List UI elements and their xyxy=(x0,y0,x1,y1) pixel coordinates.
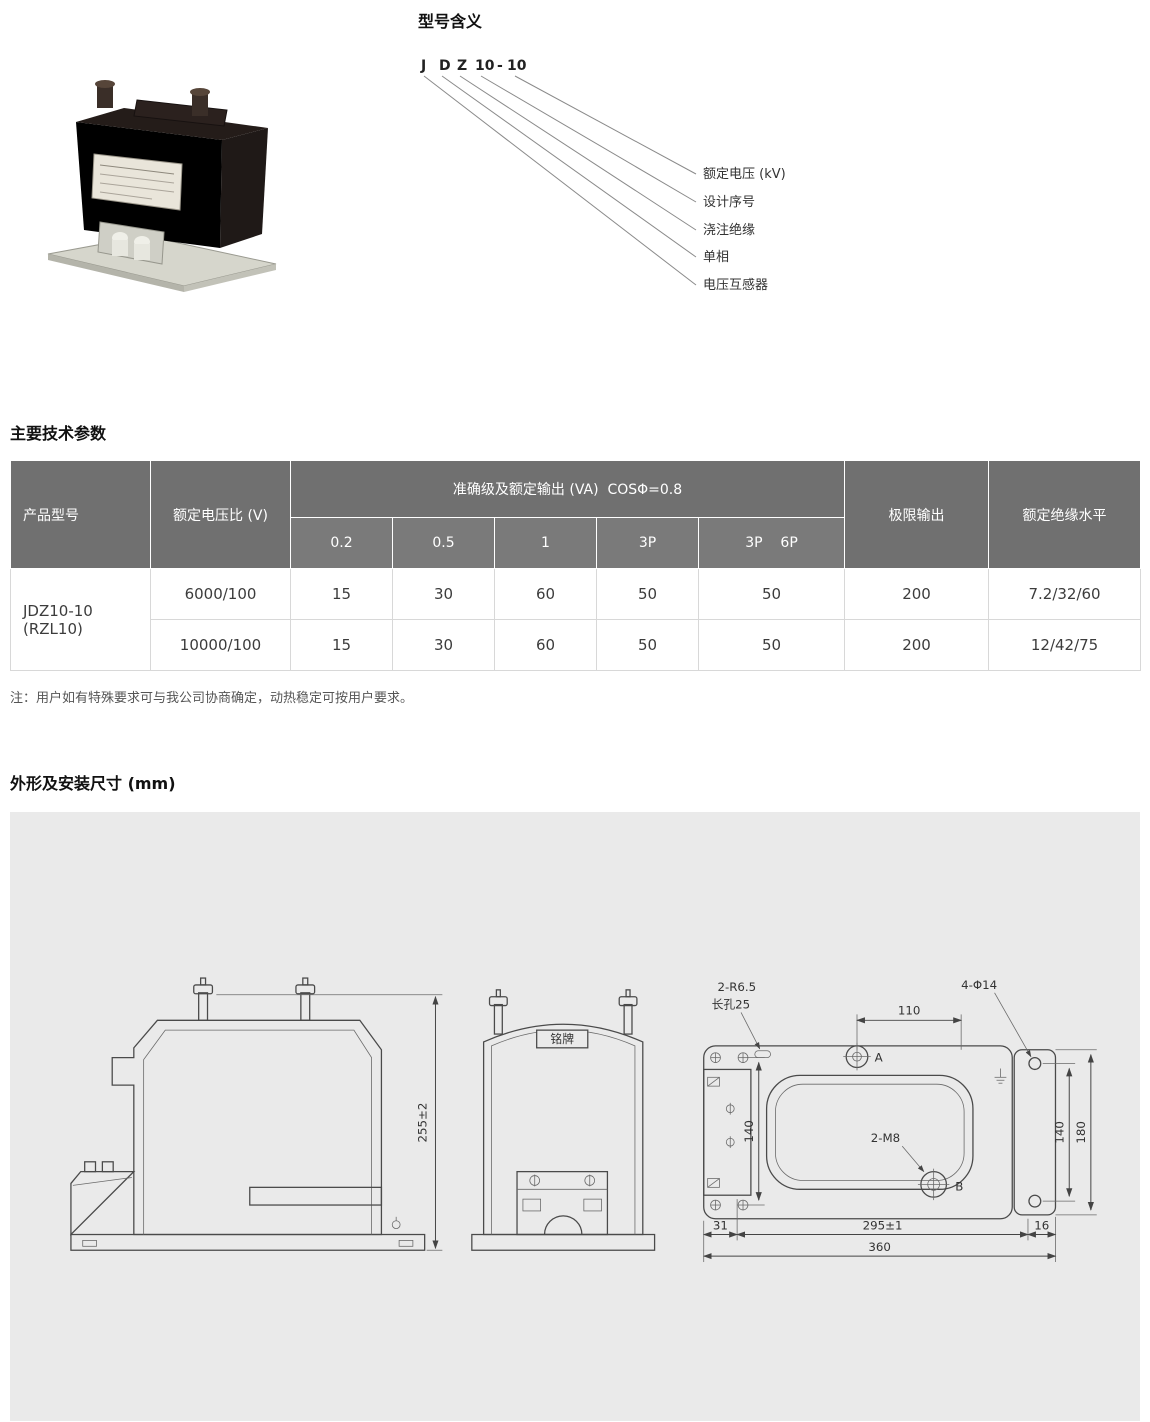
dim-140-right-label: 140 xyxy=(1052,1121,1066,1144)
model-label: 设计序号 xyxy=(703,195,755,210)
cell-ratio: 6000/100 xyxy=(150,568,291,620)
product-model: JDZ10-10 xyxy=(23,601,93,620)
dim-180-label: 180 xyxy=(1074,1121,1088,1144)
nameplate-label: 铭牌 xyxy=(550,1032,574,1046)
cell-value: 60 xyxy=(494,568,597,620)
table-row: 10000/100 15 30 60 50 50 200 12/42/75 xyxy=(11,619,1142,671)
cell-value: 50 xyxy=(596,619,699,671)
col-ratio: 额定电压比 (V) xyxy=(150,460,291,569)
model-section-title: 型号含义 xyxy=(418,12,483,31)
dim-110-label: 110 xyxy=(898,1003,921,1017)
model-label: 电压互感器 xyxy=(703,277,768,293)
dimension-drawings: 255±2 铭牌 xyxy=(70,977,1097,1263)
col-product: 产品型号 xyxy=(10,460,151,569)
col-limit: 极限输出 xyxy=(844,460,990,569)
cell-value: 50 xyxy=(697,568,846,620)
dim-31-label: 31 xyxy=(713,1219,728,1233)
cell-ratio: 10000/100 xyxy=(150,619,291,671)
model-label: 单相 xyxy=(703,250,729,265)
cell-value: 50 xyxy=(596,568,699,620)
model-char: 10 xyxy=(507,58,527,74)
col-insulation: 额定绝缘水平 xyxy=(988,460,1142,569)
dim-slot25-label: 长孔25 xyxy=(712,998,751,1012)
cell-limit: 200 xyxy=(844,568,990,620)
cell-product: JDZ10-10 (RZL10) xyxy=(10,568,151,671)
model-label: 浇注绝缘 xyxy=(703,222,755,238)
dim-140-left-label: 140 xyxy=(742,1120,756,1143)
cell-value: 30 xyxy=(392,568,495,620)
subcol-3p: 3P xyxy=(596,517,699,569)
cell-value: 60 xyxy=(494,619,597,671)
cell-value: 15 xyxy=(290,568,393,620)
subcol-3p6p: 3P 6P xyxy=(697,517,846,569)
dim-295-label: 295±1 xyxy=(863,1219,903,1233)
dim-16-label: 16 xyxy=(1034,1219,1049,1233)
top-view: A B 110 4-Φ14 xyxy=(702,978,1097,1263)
dim-r65-label: 2-R6.5 xyxy=(717,980,756,994)
cell-insulation: 7.2/32/60 xyxy=(988,568,1142,620)
dims-title: 外形及安装尺寸 (mm) xyxy=(10,774,176,793)
model-char: D xyxy=(439,58,451,74)
dim-phi14-label: 4-Φ14 xyxy=(961,978,997,992)
subcol-1: 1 xyxy=(494,517,597,569)
model-breakdown-diagram: J D Z 10 - 10 额定电压 (kV) 设计序号 浇注绝缘 单相 电压互… xyxy=(420,58,786,293)
model-char: Z xyxy=(457,58,467,74)
model-meaning-section: 型号含义 J D Z 10 - 10 额定电压 (kV) 设计序号 浇注绝缘 单… xyxy=(418,8,1138,300)
col-accuracy: 准确级及额定输出 (VA) COSΦ=0.8 xyxy=(289,460,846,518)
front-view: 255±2 xyxy=(70,977,443,1251)
transformer-photo-illustration xyxy=(47,80,277,292)
spec-table: 产品型号 额定电压比 (V) 准确级及额定输出 (VA) COSΦ=0.8 极限… xyxy=(10,460,1142,671)
dim-m8-label: 2-M8 xyxy=(871,1131,900,1145)
subcol-0.5: 0.5 xyxy=(392,517,495,569)
dim-360-label: 360 xyxy=(868,1240,890,1254)
top-section: 型号含义 J D Z 10 - 10 额定电压 (kV) 设计序号 浇注绝缘 单… xyxy=(10,0,1140,400)
dim-height-label: 255±2 xyxy=(416,1103,430,1143)
subcol-0.2: 0.2 xyxy=(290,517,393,569)
cell-value: 15 xyxy=(290,619,393,671)
cell-value: 50 xyxy=(697,619,846,671)
model-char: J xyxy=(420,58,426,74)
terminal-b-label: B xyxy=(955,1179,963,1193)
model-char: - xyxy=(497,58,503,74)
params-title: 主要技术参数 xyxy=(10,424,107,443)
model-char: 10 xyxy=(475,58,495,74)
ground-icon xyxy=(994,1068,1007,1084)
drawing-panel: 255±2 铭牌 xyxy=(10,812,1140,1422)
cell-insulation: 12/42/75 xyxy=(988,619,1142,671)
cell-limit: 200 xyxy=(844,619,990,671)
cell-value: 30 xyxy=(392,619,495,671)
table-row: JDZ10-10 (RZL10) 6000/100 15 30 60 50 50… xyxy=(10,568,1142,671)
product-photo xyxy=(42,62,282,292)
product-model-alt: (RZL10) xyxy=(23,619,83,638)
terminal-a-label: A xyxy=(875,1051,883,1065)
side-view: 铭牌 xyxy=(471,989,656,1251)
table-note: 注：用户如有特殊要求可与我公司协商确定，动热稳定可按用户要求。 xyxy=(10,691,414,706)
model-label: 额定电压 (kV) xyxy=(703,167,786,182)
